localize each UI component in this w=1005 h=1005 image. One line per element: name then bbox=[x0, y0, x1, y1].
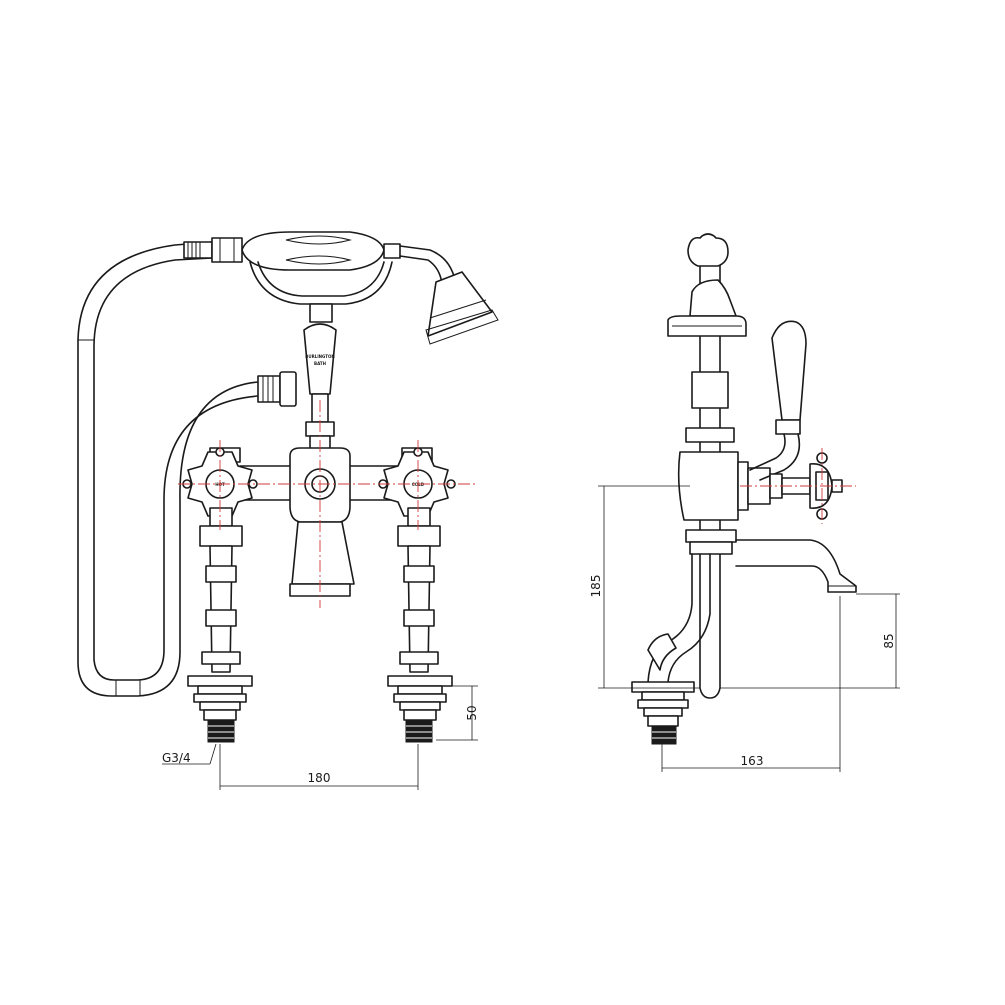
side-column bbox=[677, 371, 771, 555]
dimension-tap-height: 185 bbox=[589, 485, 700, 689]
dimension-label-180: 180 bbox=[308, 771, 331, 785]
dimension-label-50: 50 bbox=[465, 705, 479, 720]
dimension-riser-height: 50 bbox=[436, 685, 479, 741]
shower-handset bbox=[241, 231, 499, 345]
side-lever bbox=[749, 320, 807, 481]
handset-brand-sub-label: BATH bbox=[314, 361, 326, 366]
handset-brand-label: BURLINGTON bbox=[305, 354, 334, 359]
right-deck-mount bbox=[387, 675, 453, 743]
dimension-label-85: 85 bbox=[882, 633, 896, 648]
side-deck-mount bbox=[631, 681, 695, 745]
side-spout bbox=[735, 539, 857, 593]
dimension-spout-height: 85 bbox=[720, 593, 900, 689]
shower-hose bbox=[77, 237, 297, 697]
handset-cradle bbox=[249, 261, 393, 323]
dimension-thread: G3/4 bbox=[162, 743, 217, 765]
side-hose bbox=[687, 233, 729, 699]
dimension-label-163: 163 bbox=[741, 754, 764, 768]
cold-valve: COLD bbox=[378, 447, 456, 673]
side-feed-pipe bbox=[647, 553, 711, 683]
side-centrelines bbox=[740, 448, 856, 524]
dimension-centres: 180 bbox=[219, 744, 419, 790]
front-centrelines bbox=[178, 400, 478, 608]
thread-label: G3/4 bbox=[162, 751, 191, 765]
side-cradle bbox=[667, 279, 747, 337]
side-view: 185 85 163 bbox=[589, 233, 900, 772]
front-view: BURLINGTON BATH HOT bbox=[77, 231, 499, 790]
left-deck-mount bbox=[187, 675, 253, 743]
dimension-spout-reach: 163 bbox=[661, 596, 841, 772]
dimension-label-185: 185 bbox=[589, 575, 603, 598]
hot-valve: HOT bbox=[182, 447, 258, 673]
